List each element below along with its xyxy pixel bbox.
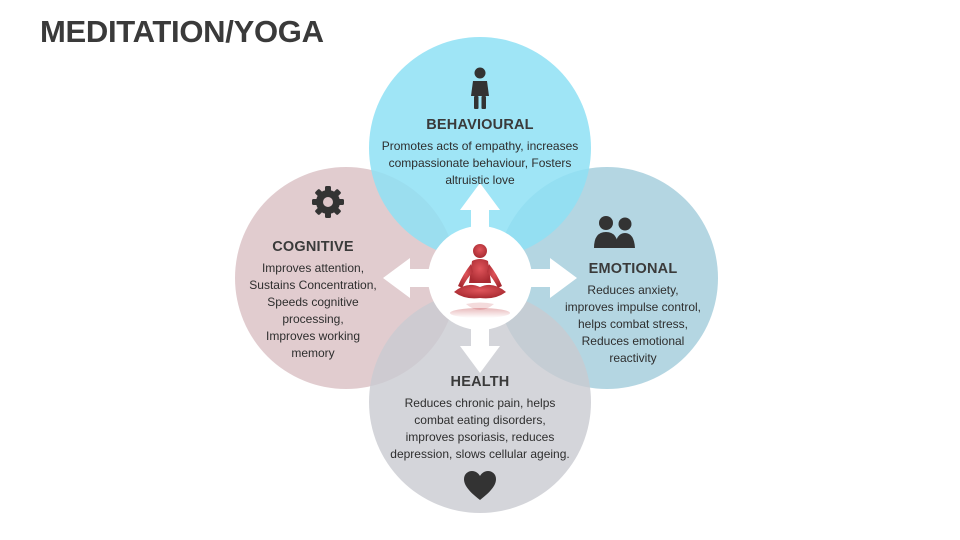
behavioural-block: BEHAVIOURAL Promotes acts of empathy, in… <box>365 117 595 189</box>
gear-icon <box>312 186 344 218</box>
emotional-block: EMOTIONAL Reduces anxiety, improves impu… <box>553 261 713 367</box>
cognitive-description: Improves attention, Sustains Concentrati… <box>249 261 377 360</box>
arrow-up <box>460 183 500 240</box>
health-circle <box>369 291 591 513</box>
behavioural-circle <box>369 37 591 259</box>
heart-icon <box>464 471 496 500</box>
health-description: Reduces chronic pain, helps combat eatin… <box>390 396 570 461</box>
behavioural-description: Promotes acts of empathy, increases comp… <box>381 139 579 187</box>
health-block: HEALTH Reduces chronic pain, helps comba… <box>375 374 585 463</box>
cognitive-block: COGNITIVE Improves attention, Sustains C… <box>238 239 388 362</box>
cognitive-heading: COGNITIVE <box>272 239 354 255</box>
behavioural-heading: BEHAVIOURAL <box>426 117 534 133</box>
emotional-description: Reduces anxiety, improves impulse contro… <box>564 283 702 365</box>
arrow-left <box>383 258 440 298</box>
meditation-figure-icon <box>450 244 510 318</box>
arrow-right <box>520 258 577 298</box>
child-icon <box>471 67 489 109</box>
arrows <box>383 183 577 373</box>
health-heading: HEALTH <box>450 374 510 390</box>
arrow-down <box>460 316 500 373</box>
people-icon <box>594 216 635 248</box>
emotional-heading: EMOTIONAL <box>588 261 678 277</box>
page-title: MEDITATION/YOGA <box>40 14 324 49</box>
